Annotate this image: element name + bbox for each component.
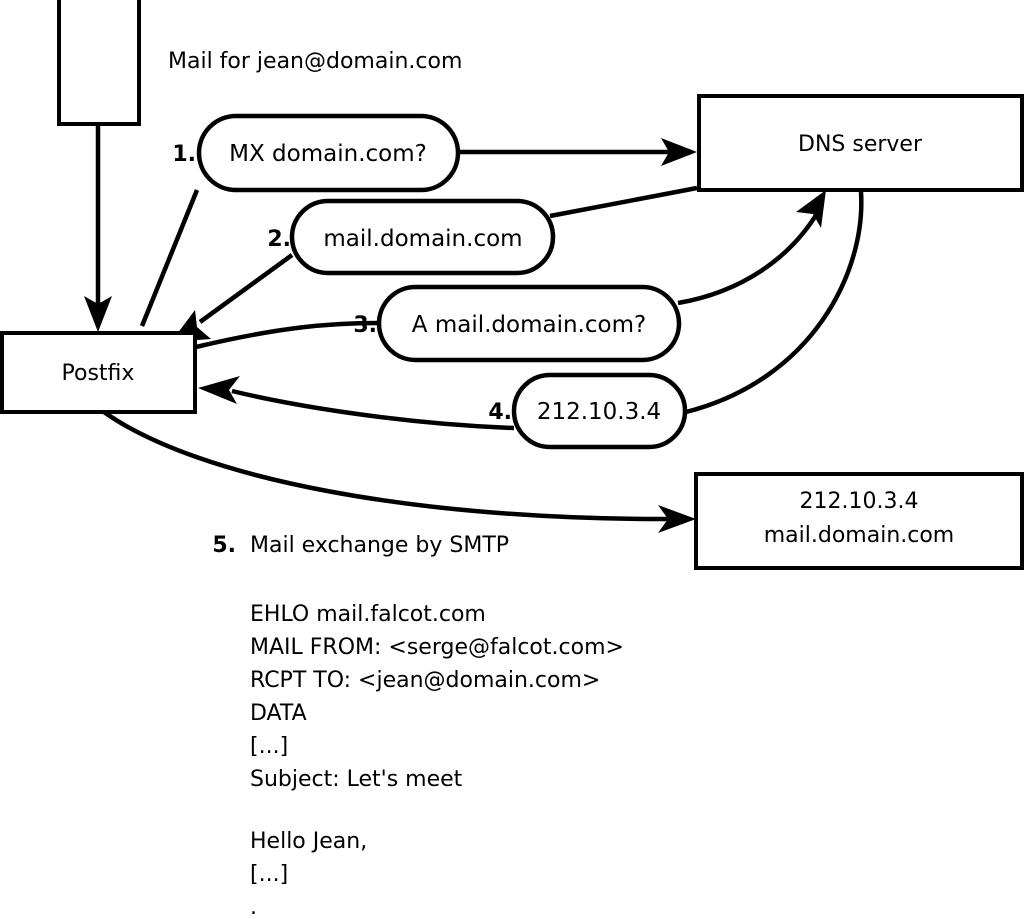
smtp-line-7: Hello Jean, xyxy=(250,829,367,854)
arrowhead-step4-to-postfix xyxy=(198,376,240,404)
smtp-line-1: MAIL FROM: <serge@falcot.com> xyxy=(250,635,624,660)
arrowhead-step3-to-dns xyxy=(796,190,826,228)
connector-dns-to-step4 xyxy=(685,191,864,415)
bubble-step1 xyxy=(196,113,461,193)
node-dns-label: DNS server xyxy=(798,132,923,157)
connector-step1-line xyxy=(139,189,200,327)
node-client-box xyxy=(57,0,141,126)
node-target-host-label: mail.domain.com xyxy=(764,523,955,548)
connector-postfix-to-target xyxy=(102,410,671,522)
node-dns-box xyxy=(697,94,1024,192)
step-number-4: 4. xyxy=(488,400,512,425)
connector-dns-to-step2 xyxy=(549,185,698,219)
bubble-step2 xyxy=(289,198,556,276)
connector-postfix-to-step3 xyxy=(195,320,380,350)
smtp-line-3: DATA xyxy=(250,701,307,726)
mail-for-caption: Mail for jean@domain.com xyxy=(168,49,462,74)
bubble-step4 xyxy=(511,372,688,450)
arrowhead-client-to-postfix xyxy=(84,296,112,332)
bubble-step3 xyxy=(376,284,682,363)
step-number-1: 1. xyxy=(172,142,196,167)
smtp-line-0: EHLO mail.falcot.com xyxy=(250,602,486,627)
arrowhead-step1-to-dns xyxy=(661,138,697,166)
node-target-box xyxy=(694,472,1024,570)
step-number-3: 3. xyxy=(353,313,377,338)
node-postfix-box xyxy=(0,331,197,414)
step5-caption: Mail exchange by SMTP xyxy=(250,533,509,558)
smtp-line-2: RCPT TO: <jean@domain.com> xyxy=(250,668,600,693)
smtp-line-9: . xyxy=(250,895,257,919)
smtp-line-5: Subject: Let's meet xyxy=(250,767,463,792)
connector-step3-to-dns xyxy=(677,210,820,306)
smtp-line-4: [...] xyxy=(250,734,288,759)
node-target-ip-label: 212.10.3.4 xyxy=(800,489,919,514)
bubble-step3-label: A mail.domain.com? xyxy=(412,312,646,338)
bubble-step4-label: 212.10.3.4 xyxy=(537,399,661,425)
connector-step2-to-postfix xyxy=(198,253,294,324)
bubble-step1-label: MX domain.com? xyxy=(229,141,427,167)
connector-step4-to-postfix xyxy=(231,388,515,431)
smtp-line-8: [...] xyxy=(250,862,288,887)
step-number-2: 2. xyxy=(267,227,291,252)
step-number-5: 5. xyxy=(212,533,236,558)
arrowhead-postfix-to-target xyxy=(658,505,696,533)
bubble-step2-label: mail.domain.com xyxy=(323,226,522,252)
node-postfix-label: Postfix xyxy=(62,361,135,386)
